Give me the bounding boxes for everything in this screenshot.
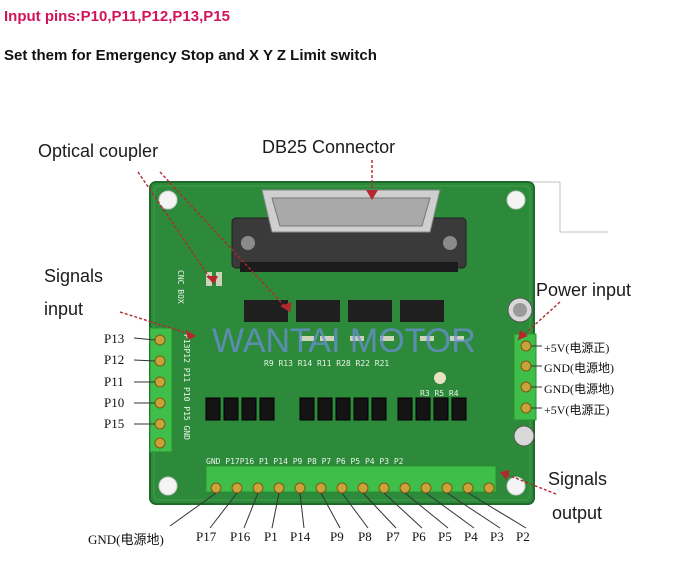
watermark: WANTAI MOTOR (212, 322, 476, 360)
output-terminal-block (205, 465, 497, 493)
mounting-hole (506, 190, 526, 210)
signals-output-label-2: output (552, 503, 603, 523)
input-terminal-block (149, 327, 173, 453)
optical-coupler-label: Optical coupler (38, 141, 159, 161)
silkscreen-model: CNC BOX (176, 270, 185, 304)
output-pin-label: P5 (438, 529, 452, 544)
power-input-label: Power input (536, 280, 632, 300)
output-pin-label: P3 (490, 529, 504, 544)
silkscreen-refs: R9 R13 R14 R11 R28 R22 R21 (264, 359, 389, 368)
signals-input-label-1: Signals (44, 266, 104, 286)
power-pin-label: GND(电源地) (544, 382, 614, 396)
output-pin-label: P4 (464, 529, 478, 544)
power-pin-label: +5V(电源正) (544, 403, 610, 417)
output-pin-label: P17 (196, 529, 217, 544)
silkscreen-bottom-row: GND P17P16 P1 P14 P9 P8 P7 P6 P5 P4 P3 P… (206, 457, 404, 466)
db25-connector-label: DB25 Connector (262, 137, 396, 157)
input-pin-label: P10 (104, 395, 125, 410)
output-pin-label: P16 (230, 529, 251, 544)
input-pin-label: P12 (104, 352, 125, 367)
power-pin-label: GND(电源地) (544, 361, 614, 375)
output-pin-label-gnd: GND(电源地) (88, 532, 164, 547)
input-pin-label: P11 (104, 374, 124, 389)
input-pin-label: P13 (104, 331, 125, 346)
output-pin-label: P9 (330, 529, 344, 544)
power-pin-label: +5V(电源正) (544, 341, 610, 355)
output-pin-label: P2 (516, 529, 530, 544)
mounting-hole (158, 476, 178, 496)
silkscreen-side: P13P12 P11 P10 P15 GND (182, 334, 191, 440)
emergency-stop-note: Set them for Emergency Stop and X Y Z Li… (4, 47, 377, 64)
input-pins-heading: Input pins:P10,P11,P12,P13,P15 (4, 8, 230, 25)
output-pin-label: P8 (358, 529, 372, 544)
output-pin-label: P7 (386, 529, 400, 544)
output-pin-label: P6 (412, 529, 426, 544)
output-pin-label: P14 (290, 529, 311, 544)
signals-output-label-1: Signals (548, 469, 608, 489)
silkscreen-refs-2: R3 R5 R4 (420, 389, 459, 398)
mounting-hole (506, 476, 526, 496)
input-pin-label: P15 (104, 416, 125, 431)
signals-input-label-2: input (44, 299, 84, 319)
output-pin-label: P1 (264, 529, 278, 544)
mounting-hole (158, 190, 178, 210)
